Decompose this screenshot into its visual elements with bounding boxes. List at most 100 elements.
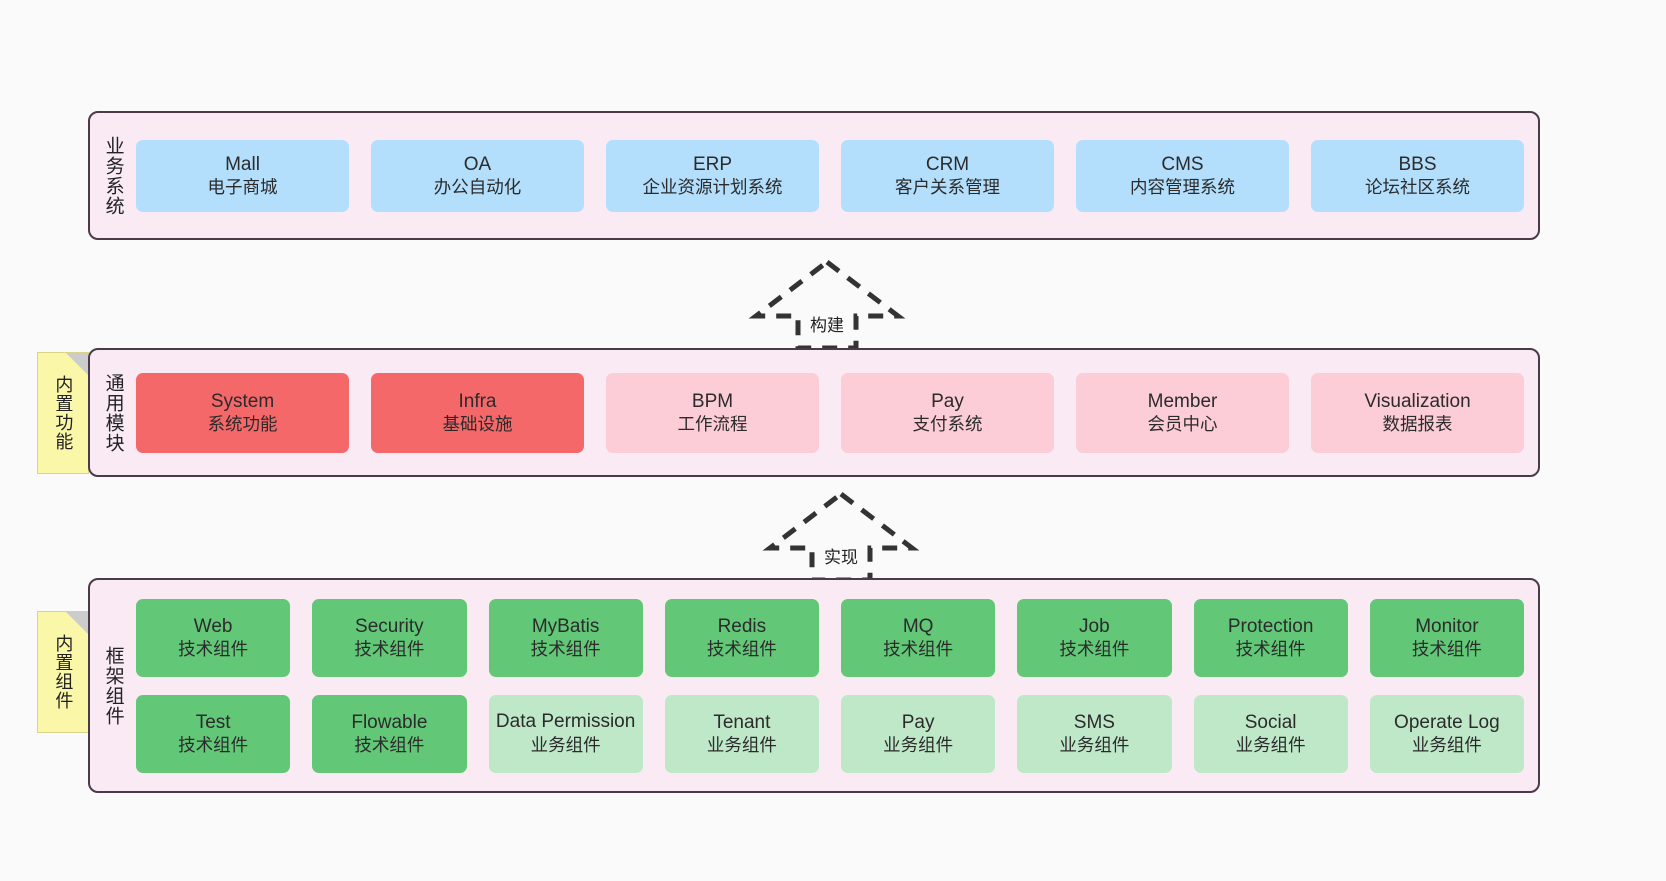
layer-common-modules: 通用模块 System 系统功能 Infra 基础设施 BPM 工作流程 Pay… [88, 348, 1540, 477]
card-title-cn: 业务组件 [1235, 735, 1306, 756]
card-title-cn: 技术组件 [354, 639, 425, 660]
card-title-en: Flowable [351, 711, 428, 733]
card-title-cn: 技术组件 [1059, 639, 1130, 660]
card-tenant[interactable]: Tenant 业务组件 [664, 694, 819, 773]
card-mq[interactable]: MQ 技术组件 [841, 598, 996, 677]
layer-title-business: 业务系统 [102, 135, 124, 216]
card-crm[interactable]: CRM 客户关系管理 [841, 139, 1054, 212]
sticky-fold-icon [66, 612, 88, 634]
card-title-cn: 业务组件 [530, 734, 601, 755]
card-job[interactable]: Job 技术组件 [1017, 598, 1172, 677]
card-title-cn: 数据报表 [1382, 414, 1453, 435]
card-test[interactable]: Test 技术组件 [136, 694, 291, 773]
card-web[interactable]: Web 技术组件 [136, 598, 291, 677]
card-system[interactable]: System 系统功能 [136, 372, 349, 453]
card-title-cn: 内容管理系统 [1130, 177, 1235, 198]
card-sms[interactable]: SMS 业务组件 [1017, 694, 1172, 773]
card-social[interactable]: Social 业务组件 [1193, 694, 1348, 773]
card-oa[interactable]: OA 办公自动化 [371, 139, 584, 212]
card-mybatis[interactable]: MyBatis 技术组件 [488, 598, 643, 677]
card-title-en: Social [1244, 711, 1297, 733]
card-title-en: MQ [902, 615, 934, 637]
card-title-cn: 支付系统 [912, 414, 983, 435]
card-title-cn: 技术组件 [178, 735, 249, 756]
layer-body-framework: Web 技术组件 Security 技术组件 MyBatis 技术组件 Redi… [136, 580, 1538, 791]
layer-body-business: Mall 电子商城 OA 办公自动化 ERP 企业资源计划系统 CRM 客户关系… [136, 113, 1538, 238]
sticky-note-builtin-features: 内置功能 [37, 352, 89, 474]
card-pay-component[interactable]: Pay 业务组件 [841, 694, 996, 773]
card-visualization[interactable]: Visualization 数据报表 [1311, 372, 1524, 453]
card-title-en: Redis [717, 615, 767, 637]
card-row: Web 技术组件 Security 技术组件 MyBatis 技术组件 Redi… [136, 598, 1524, 677]
card-title-cn: 技术组件 [1411, 639, 1482, 660]
card-title-en: Security [355, 615, 424, 637]
card-erp[interactable]: ERP 企业资源计划系统 [606, 139, 819, 212]
arrow-realize: 实现 [762, 490, 920, 583]
card-title-cn: 业务组件 [1059, 735, 1130, 756]
sticky-label: 内置功能 [53, 375, 74, 451]
card-title-cn: 系统功能 [207, 414, 278, 435]
card-title-cn: 企业资源计划系统 [642, 177, 783, 198]
card-security[interactable]: Security 技术组件 [312, 598, 467, 677]
card-title-cn: 技术组件 [706, 639, 777, 660]
card-infra[interactable]: Infra 基础设施 [371, 372, 584, 453]
card-bpm[interactable]: BPM 工作流程 [606, 372, 819, 453]
card-title-en: Pay [931, 390, 964, 412]
arrow-build: 构建 [748, 258, 906, 351]
card-title-en: CRM [925, 153, 970, 175]
card-title-en: Infra [458, 390, 497, 412]
card-title-en: OA [463, 153, 492, 175]
card-title-cn: 客户关系管理 [895, 177, 1000, 198]
card-title-en: BBS [1398, 153, 1437, 175]
card-operate-log[interactable]: Operate Log 业务组件 [1369, 694, 1524, 773]
card-title-cn: 论坛社区系统 [1365, 177, 1470, 198]
card-title-cn: 业务组件 [883, 735, 954, 756]
layer-framework-components: 框架组件 Web 技术组件 Security 技术组件 MyBatis 技术组件… [88, 578, 1540, 793]
card-title-en: Monitor [1415, 615, 1479, 637]
card-monitor[interactable]: Monitor 技术组件 [1369, 598, 1524, 677]
card-title-cn: 会员中心 [1147, 414, 1218, 435]
card-member[interactable]: Member 会员中心 [1076, 372, 1289, 453]
card-pay[interactable]: Pay 支付系统 [841, 372, 1054, 453]
card-row: Mall 电子商城 OA 办公自动化 ERP 企业资源计划系统 CRM 客户关系… [136, 139, 1524, 212]
card-title-en: SMS [1073, 711, 1115, 733]
layer-business-systems: 业务系统 Mall 电子商城 OA 办公自动化 ERP 企业资源计划系统 CRM… [88, 111, 1540, 240]
card-title-cn: 技术组件 [883, 639, 954, 660]
card-row: System 系统功能 Infra 基础设施 BPM 工作流程 Pay 支付系统… [136, 372, 1524, 453]
card-title-cn: 业务组件 [1411, 735, 1482, 756]
sticky-fold-icon [66, 353, 88, 375]
sticky-note-builtin-components: 内置组件 [37, 611, 89, 733]
card-row: Test 技术组件 Flowable 技术组件 Data Permission … [136, 694, 1524, 773]
card-title-en: ERP [692, 153, 733, 175]
card-redis[interactable]: Redis 技术组件 [664, 598, 819, 677]
card-title-en: Pay [901, 711, 935, 733]
card-bbs[interactable]: BBS 论坛社区系统 [1311, 139, 1524, 212]
card-title-cn: 基础设施 [442, 414, 513, 435]
card-title-en: Mall [225, 153, 260, 175]
arrow-label-realize: 实现 [824, 548, 858, 567]
layer-title-modules: 通用模块 [102, 372, 124, 453]
card-title-cn: 技术组件 [1235, 639, 1306, 660]
card-title-en: Member [1147, 390, 1218, 412]
arrow-label-build: 构建 [810, 316, 844, 335]
layer-title-framework: 框架组件 [102, 645, 124, 726]
card-protection[interactable]: Protection 技术组件 [1193, 598, 1348, 677]
card-title-en: CMS [1161, 153, 1204, 175]
card-title-cn: 电子商城 [207, 177, 278, 198]
card-title-en: Data Permission [495, 711, 636, 733]
card-title-en: Test [195, 711, 231, 733]
card-mall[interactable]: Mall 电子商城 [136, 139, 349, 212]
card-data-permission[interactable]: Data Permission 业务组件 [488, 694, 643, 773]
card-cms[interactable]: CMS 内容管理系统 [1076, 139, 1289, 212]
card-title-en: BPM [691, 390, 734, 412]
card-title-en: Visualization [1364, 390, 1471, 412]
sticky-label: 内置组件 [53, 634, 74, 710]
card-flowable[interactable]: Flowable 技术组件 [312, 694, 467, 773]
card-title-en: Web [193, 615, 233, 637]
card-title-cn: 业务组件 [706, 735, 777, 756]
card-title-en: Job [1079, 615, 1110, 637]
card-title-en: Protection [1227, 615, 1314, 637]
card-title-cn: 办公自动化 [433, 177, 522, 198]
card-title-cn: 技术组件 [178, 639, 249, 660]
